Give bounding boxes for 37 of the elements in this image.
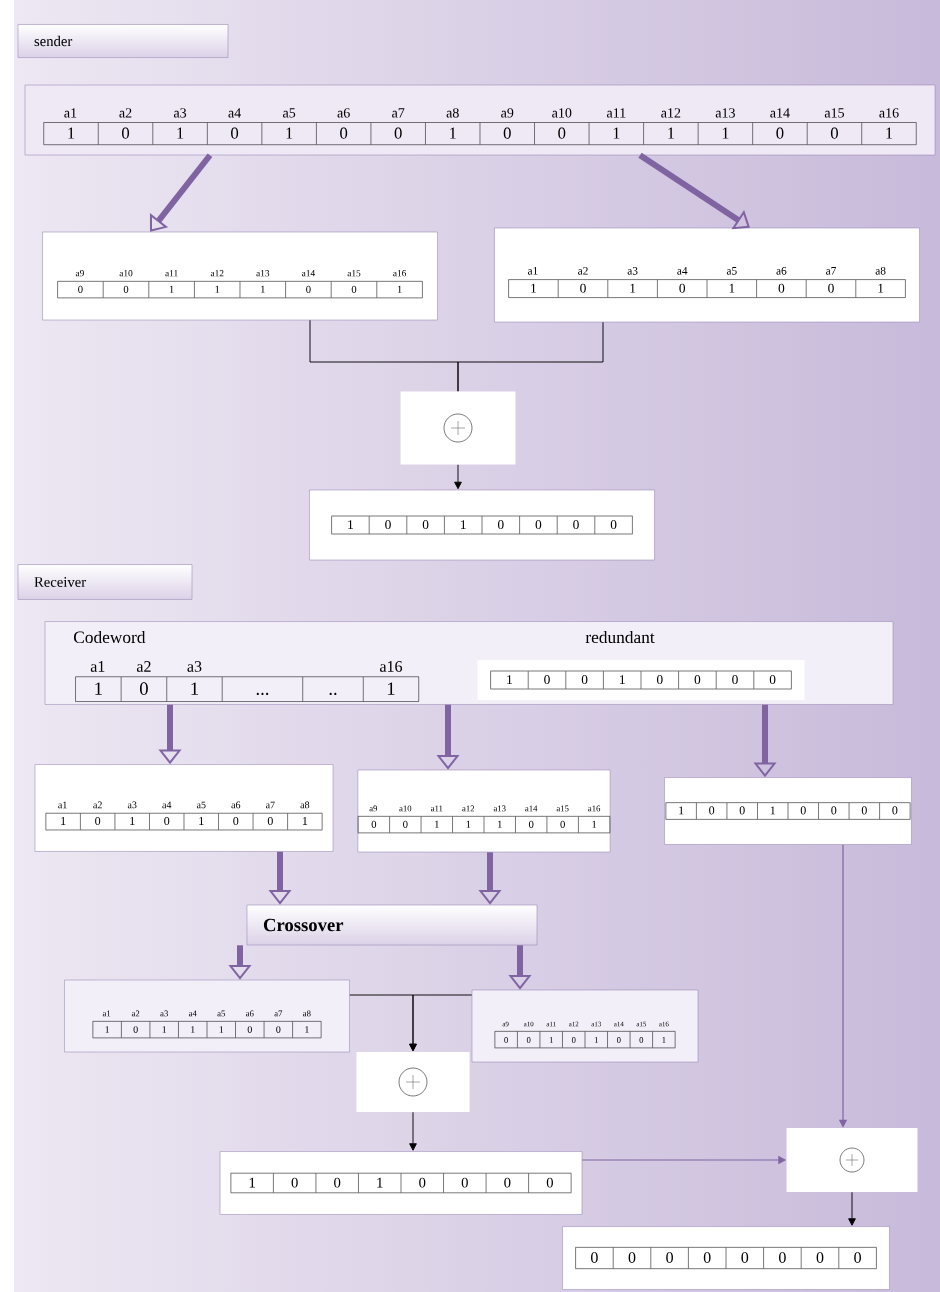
node-label: 0 [139, 682, 148, 695]
bit-register: a1 a2 a3 a16 1 0 1 ... .. 1 [75, 661, 420, 702]
bit-register: 0 0 0 0 0 0 0 0 [562, 1226, 890, 1290]
node-label: 1 [95, 682, 102, 695]
node-label: a16 [380, 661, 403, 672]
title-box: Receiver [17, 564, 193, 600]
node-label: a3 [187, 661, 202, 672]
title-box: sender [17, 24, 229, 58]
heading: Codeword [74, 630, 146, 644]
node-label: 1 [387, 682, 395, 695]
node-label: .. [329, 692, 337, 696]
bit-register: a1 a2 a3 a4 a5 a6 a7 a8 1 0 1 0 1 0 0 1 [34, 764, 334, 852]
heading: redundant [585, 630, 655, 644]
node-label: 1 [191, 682, 199, 695]
node-label: ... [256, 692, 269, 696]
bit-register: 1 0 0 1 0 0 0 0 [219, 1151, 583, 1215]
bit-register: 1 0 0 1 0 0 0 0 [309, 489, 655, 561]
node-label: a1 [90, 661, 105, 672]
arrow [454, 464, 462, 490]
bit-register: 1 0 0 1 0 0 0 0 [664, 777, 912, 845]
arrow [409, 994, 473, 1052]
bit-register: a1 a2 a3 a4 a5 a6 a7 a8 a9 a10 a11 a12 a13 a14 a15 a16 1 0 1 0 1 0 0 1 0 0 1 1 1 0 0 1 [24, 84, 936, 156]
node-label: a2 [136, 661, 151, 672]
bit-register: a9 a10 a11 a12 a13 a14 a15 a16 0 0 1 1 1 0 0 1 [42, 231, 438, 321]
bit-register: a1 a2 a3 a4 a5 a6 a7 a8 1 0 1 1 1 0 0 1 [64, 979, 350, 1053]
arrow [409, 1111, 417, 1151]
block-arrow [149, 153, 213, 232]
operator-box [356, 1052, 470, 1112]
block-arrow [638, 152, 750, 230]
bit-register: a9 a10 a11 a12 a13 a14 a15 a16 0 0 1 1 1 0 0 1 [357, 769, 611, 853]
operator-box [400, 391, 516, 465]
bit-register: 1 0 0 1 0 0 0 0 [477, 660, 805, 700]
connector-line [457, 321, 604, 392]
arrow [848, 1191, 856, 1226]
title-box: Crossover [246, 904, 538, 946]
operator-box [786, 1128, 918, 1192]
bit-register: a1 a2 a3 a4 a5 a6 a7 a8 1 0 1 0 1 0 0 1 [494, 227, 920, 323]
